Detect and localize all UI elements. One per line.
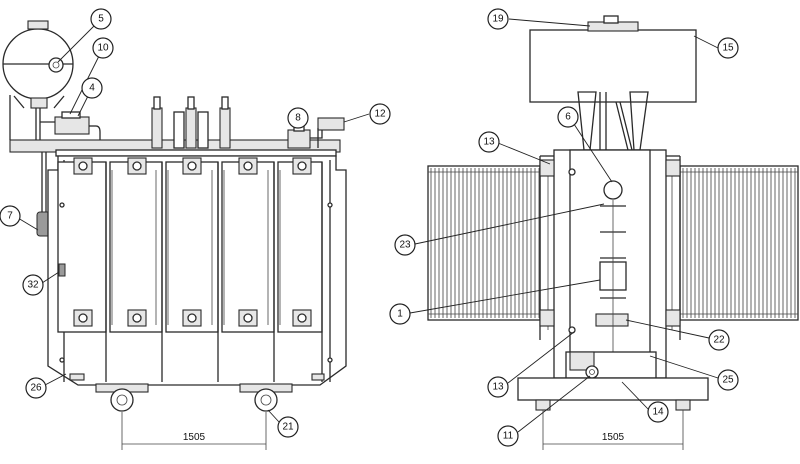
callout-8: 8 (287, 107, 309, 129)
callout-21: 21 (277, 416, 299, 438)
svg-text:10: 10 (97, 43, 109, 54)
dimension-label-front: 1505 (183, 432, 206, 443)
valve-32 (58, 263, 66, 277)
callout-12: 12 (369, 103, 391, 125)
wheels-front (95, 383, 293, 412)
callout-19: 19 (487, 8, 509, 30)
svg-text:23: 23 (399, 240, 411, 251)
bushings (151, 96, 231, 149)
dimension-label-side: 1505 (602, 432, 625, 443)
svg-text:26: 26 (30, 383, 42, 394)
callout-1: 1 (389, 303, 411, 325)
callout-25: 25 (717, 369, 739, 391)
svg-text:13: 13 (483, 137, 495, 148)
callout-7: 7 (0, 205, 21, 227)
callout-11: 11 (497, 425, 519, 447)
svg-text:19: 19 (492, 14, 504, 25)
callout-5: 5 (90, 8, 112, 30)
radiator-left (427, 165, 541, 321)
svg-text:25: 25 (722, 375, 734, 386)
svg-text:11: 11 (503, 431, 514, 442)
side-view: 1505 19 15 6 13 23 (389, 8, 799, 450)
svg-text:15: 15 (722, 43, 734, 54)
radiator-panels-front (57, 161, 323, 382)
callout-4: 4 (81, 77, 103, 99)
svg-text:14: 14 (652, 407, 664, 418)
tank-internals (595, 180, 629, 372)
dimension-front (121, 412, 267, 450)
svg-text:8: 8 (295, 113, 301, 124)
gas-relay (54, 111, 101, 148)
side-flanges (539, 159, 681, 334)
svg-text:32: 32 (27, 280, 39, 291)
radiator-right (679, 165, 799, 321)
conservator-side (529, 15, 697, 103)
svg-text:4: 4 (89, 83, 95, 94)
svg-text:13: 13 (492, 382, 504, 393)
callout-13-bottom: 13 (487, 376, 509, 398)
conservator-tank (2, 20, 74, 140)
callout-23: 23 (394, 234, 416, 256)
svg-text:6: 6 (565, 112, 571, 123)
dimension-side (542, 410, 684, 450)
svg-text:21: 21 (282, 422, 294, 433)
callout-26: 26 (25, 377, 47, 399)
callout-32: 32 (22, 274, 44, 296)
base-frame (517, 351, 709, 411)
svg-text:22: 22 (713, 335, 725, 346)
callout-10: 10 (92, 37, 114, 59)
callout-15: 15 (717, 37, 739, 59)
callout-6: 6 (557, 106, 579, 128)
front-view: 1505 5 10 4 8 12 (0, 8, 391, 450)
svg-text:7: 7 (7, 211, 13, 222)
svg-text:12: 12 (374, 109, 386, 120)
svg-text:1: 1 (397, 309, 403, 320)
panel-flanges-bottom (73, 309, 312, 327)
panel-flanges-top (73, 157, 312, 175)
callout-14: 14 (647, 401, 669, 423)
callout-22: 22 (708, 329, 730, 351)
callout-13-top: 13 (478, 131, 500, 153)
svg-text:5: 5 (98, 14, 104, 25)
